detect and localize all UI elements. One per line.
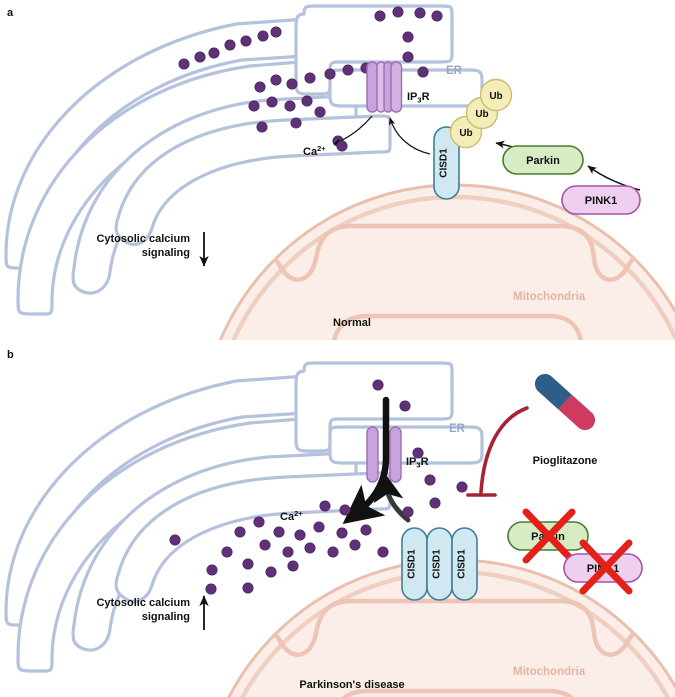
calcium-label-b: Ca2+ [280, 509, 303, 523]
pioglitazone-label-b: Pioglitazone [533, 455, 598, 467]
panel-a: Mitochondria IP3R ER Ca2+ CISD1 [4, 4, 675, 340]
cytosolic-signaling-annotation-a: Cytosolic calcium signaling [96, 232, 209, 267]
cisd1-protein-b-2: CISD1 [426, 527, 453, 601]
er-cisterna-topright-b [294, 361, 454, 453]
cristae-a [233, 223, 675, 340]
svg-text:CISD1: CISD1 [407, 549, 418, 579]
er-label-b: ER [449, 423, 466, 435]
ip3r-label-a: IP3R [407, 91, 430, 105]
signaling-line1-a: Cytosolic calcium [96, 233, 190, 245]
panel-caption-a: Normal [333, 317, 371, 329]
svg-text:Ub: Ub [475, 109, 488, 120]
signaling-line2-b: signaling [142, 611, 190, 623]
svg-text:Ub: Ub [459, 128, 472, 139]
pioglitazone-inhibition-arrow-b [466, 406, 529, 497]
er-label-a: ER [446, 65, 463, 77]
svg-text:CISD1: CISD1 [457, 549, 468, 579]
parkin-label-a: Parkin [526, 155, 560, 167]
ip3r-channel-b [366, 426, 402, 483]
calcium-label-a: Ca2+ [303, 144, 326, 158]
svg-text:Ub: Ub [489, 91, 502, 102]
panel-letter-b: b [7, 349, 14, 361]
parkin-cross-out-icon-b [522, 508, 576, 564]
er-network-b [4, 361, 484, 673]
cristae-b [233, 598, 675, 697]
signaling-line2-a: signaling [142, 247, 190, 259]
svg-text:CISD1: CISD1 [432, 549, 443, 579]
calcium-ion-labeled-a [336, 140, 348, 152]
mitochondria-label-b: Mitochondria [513, 666, 586, 678]
panel-letter-a: a [7, 7, 14, 19]
pink1-protein-a[interactable]: PINK1 [561, 185, 641, 215]
cisd1-to-ip3r-arrow-a [388, 117, 431, 155]
panel-b: Mitochondria IP3R ER Ca2+ [4, 349, 675, 697]
parkin-protein-a[interactable]: Parkin [502, 145, 584, 175]
pink1-cross-out-icon-b [579, 539, 633, 595]
panel-caption-b: Parkinson's disease [299, 679, 404, 691]
er-tube-fourth-a [114, 114, 392, 246]
cisd1-trimer-b: CISD1 CISD1 CISD1 [401, 527, 478, 601]
cisd1-protein-b-1: CISD1 [401, 527, 428, 601]
cisd1-to-ip3r-arrow-b [373, 471, 411, 523]
cisd1-protein-b-3: CISD1 [451, 527, 478, 601]
pioglitazone-capsule-b[interactable] [531, 370, 599, 434]
ip3r-channel-a [366, 61, 403, 113]
calcium-ions-cytosol-b [169, 474, 468, 595]
cisd1-label-a: CISD1 [439, 148, 450, 178]
ub-unit-3: Ub [479, 78, 513, 112]
cytosolic-signaling-annotation-b: Cytosolic calcium signaling [96, 595, 209, 630]
calcium-release-arrow-a [333, 115, 373, 145]
mitochondria-label-a: Mitochondria [513, 291, 586, 303]
pink1-label-a: PINK1 [585, 195, 617, 207]
pink1-to-parkin-arrow-a [587, 165, 641, 191]
calcium-ions-er-b [372, 379, 424, 459]
signaling-line1-b: Cytosolic calcium [96, 597, 190, 609]
ubiquitin-chain-a: Ub Ub Ub [449, 78, 513, 149]
ip3r-label-b: IP3R [406, 456, 429, 470]
cisd1-protein-a: CISD1 [433, 126, 460, 200]
